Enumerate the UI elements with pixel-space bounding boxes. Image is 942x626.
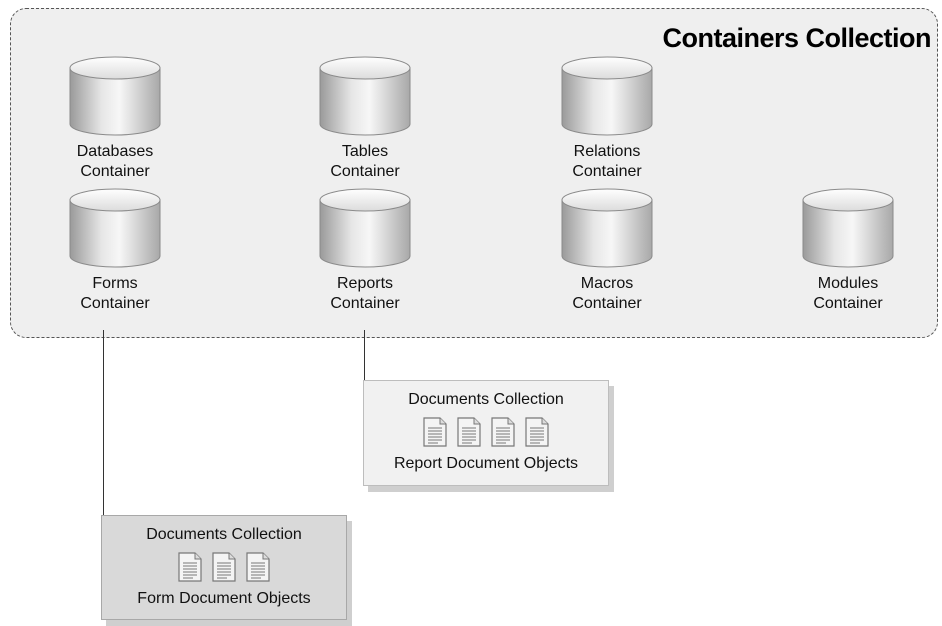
- document-icon: [525, 417, 549, 447]
- document-icon: [457, 417, 481, 447]
- documents-collection-title: Documents Collection: [408, 391, 564, 408]
- container-label: Macros Container: [572, 275, 642, 312]
- container-databases: Databases Container: [40, 56, 190, 182]
- form-document-icons: [102, 552, 346, 582]
- database-cylinder-icon: [802, 188, 894, 268]
- container-reports: Reports Container: [290, 188, 440, 314]
- document-icon: [423, 417, 447, 447]
- container-tables: Tables Container: [290, 56, 440, 182]
- container-forms: Forms Container: [40, 188, 190, 314]
- document-icon: [491, 417, 515, 447]
- forms-connector-line: [103, 330, 104, 516]
- database-cylinder-icon: [69, 188, 161, 268]
- container-modules: Modules Container: [773, 188, 923, 314]
- container-label: Modules Container: [813, 275, 883, 312]
- documents-collection-title: Documents Collection: [146, 526, 302, 543]
- containers-collection: Containers Collection: [10, 8, 938, 338]
- reports-connector-line: [364, 330, 365, 381]
- container-label: Reports Container: [330, 275, 400, 312]
- database-cylinder-icon: [561, 56, 653, 136]
- document-icon: [246, 552, 270, 582]
- document-icon: [212, 552, 236, 582]
- collection-title: Containers Collection: [662, 23, 931, 53]
- container-label: Forms Container: [80, 275, 150, 312]
- report-document-icons: [364, 417, 608, 447]
- reports-documents-collection: Documents Collection Report Document Obj…: [363, 380, 609, 486]
- container-label: Tables Container: [330, 143, 400, 180]
- document-icon: [178, 552, 202, 582]
- container-label: Relations Container: [572, 143, 642, 180]
- document-objects-label: Report Document Objects: [393, 455, 579, 472]
- database-cylinder-icon: [561, 188, 653, 268]
- container-label: Databases Container: [76, 143, 154, 180]
- database-cylinder-icon: [69, 56, 161, 136]
- container-relations: Relations Container: [532, 56, 682, 182]
- database-cylinder-icon: [319, 56, 411, 136]
- database-cylinder-icon: [319, 188, 411, 268]
- forms-documents-collection: Documents Collection Form Document Objec…: [101, 515, 347, 620]
- container-macros: Macros Container: [532, 188, 682, 314]
- document-objects-label: Form Document Objects: [137, 590, 311, 607]
